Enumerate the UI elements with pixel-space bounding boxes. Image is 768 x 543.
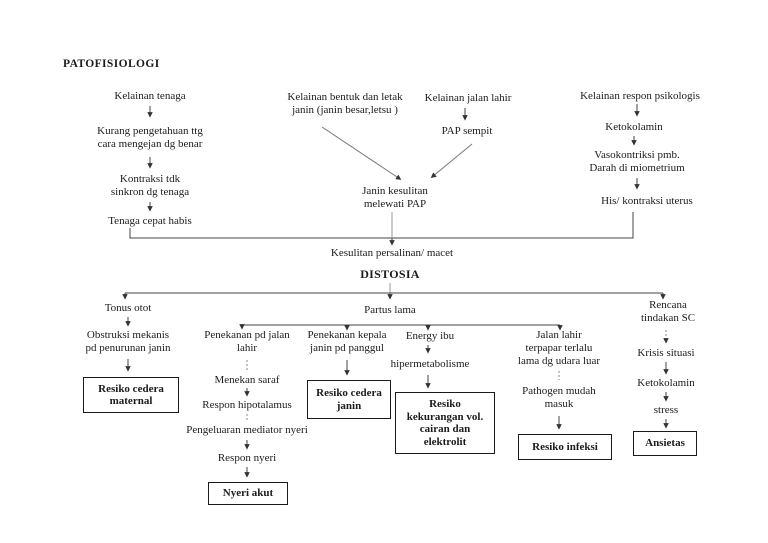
diagnosis-box-nyeri-akut: Nyeri akut <box>208 482 288 505</box>
node-respon-hipotalamus: Respon hipotalamus <box>202 399 292 411</box>
node-pengeluaran-mediator-nyeri: Pengeluaran mediator nyeri <box>186 424 308 436</box>
node-kesulitan-persalinan-macet: Kesulitan persalinan/ macet <box>330 247 454 259</box>
diagnosis-box-ansietas: Ansietas <box>633 431 697 456</box>
node-kelainan-respon-psikologis: Kelainan respon psikologis <box>580 90 700 102</box>
node-energy-ibu: Energy ibu <box>405 330 455 342</box>
node-kelainan-bentuk-letak-janin: Kelainan bentuk dan letak janin (janin b… <box>287 91 403 116</box>
node-krisis-situasi: Krisis situasi <box>637 347 695 359</box>
node-stress: stress <box>653 404 679 416</box>
diagnosis-box-resiko-infeksi: Resiko infeksi <box>518 434 612 460</box>
node-obstruksi-mekanis: Obstruksi mekanis pd penurunan janin <box>85 329 171 354</box>
node-kontraksi-tdk-sinkron: Kontraksi tdk sinkron dg tenaga <box>110 173 190 198</box>
node-vasokontriksi-miometrium: Vasokontriksi pmb. Darah di miometrium <box>589 149 685 174</box>
node-penekanan-kepala-janin: Penekanan kepala janin pd panggul <box>307 329 387 354</box>
node-tonus-otot: Tonus otot <box>104 302 152 314</box>
node-pap-sempit: PAP sempit <box>441 125 493 137</box>
node-kelainan-tenaga: Kelainan tenaga <box>114 90 186 102</box>
node-his-kontraksi-uterus: His/ kontraksi uterus <box>601 195 693 207</box>
diagnosis-box-resiko-kekurangan-cairan: Resiko kekurangan vol. cairan dan elektr… <box>395 392 495 454</box>
node-rencana-tindakan-sc: Rencana tindakan SC <box>640 299 696 324</box>
node-kurang-pengetahuan: Kurang pengetahuan ttg cara mengejan dg … <box>97 125 203 150</box>
node-hipermetabolisme: hipermetabolisme <box>390 358 470 370</box>
page-title: PATOFISIOLOGI <box>63 58 160 70</box>
node-penekanan-jalan-lahir: Penekanan pd jalan lahir <box>204 329 290 354</box>
node-ketokolamin-bawah: Ketokolamin <box>637 377 695 389</box>
node-respon-nyeri: Respon nyeri <box>217 452 277 464</box>
node-menekan-saraf: Menekan saraf <box>214 374 280 386</box>
diagnosis-box-resiko-cedera-janin: Resiko cedera janin <box>307 380 391 419</box>
node-pathogen-mudah-masuk: Pathogen mudah masuk <box>522 385 596 410</box>
node-kelainan-jalan-lahir: Kelainan jalan lahir <box>424 92 512 104</box>
node-partus-lama: Partus lama <box>364 304 416 316</box>
node-tenaga-cepat-habis: Tenaga cepat habis <box>108 215 192 227</box>
node-janin-kesulitan-melewati-pap: Janin kesulitan melewati PAP <box>362 185 428 210</box>
node-ketokolamin-atas: Ketokolamin <box>605 121 663 133</box>
diagnosis-box-resiko-cedera-maternal: Resiko cedera maternal <box>83 377 179 413</box>
node-jalan-lahir-terpapar: Jalan lahir terpapar terlalu lama dg uda… <box>517 329 601 367</box>
node-distosia: DISTOSIA <box>360 267 420 281</box>
